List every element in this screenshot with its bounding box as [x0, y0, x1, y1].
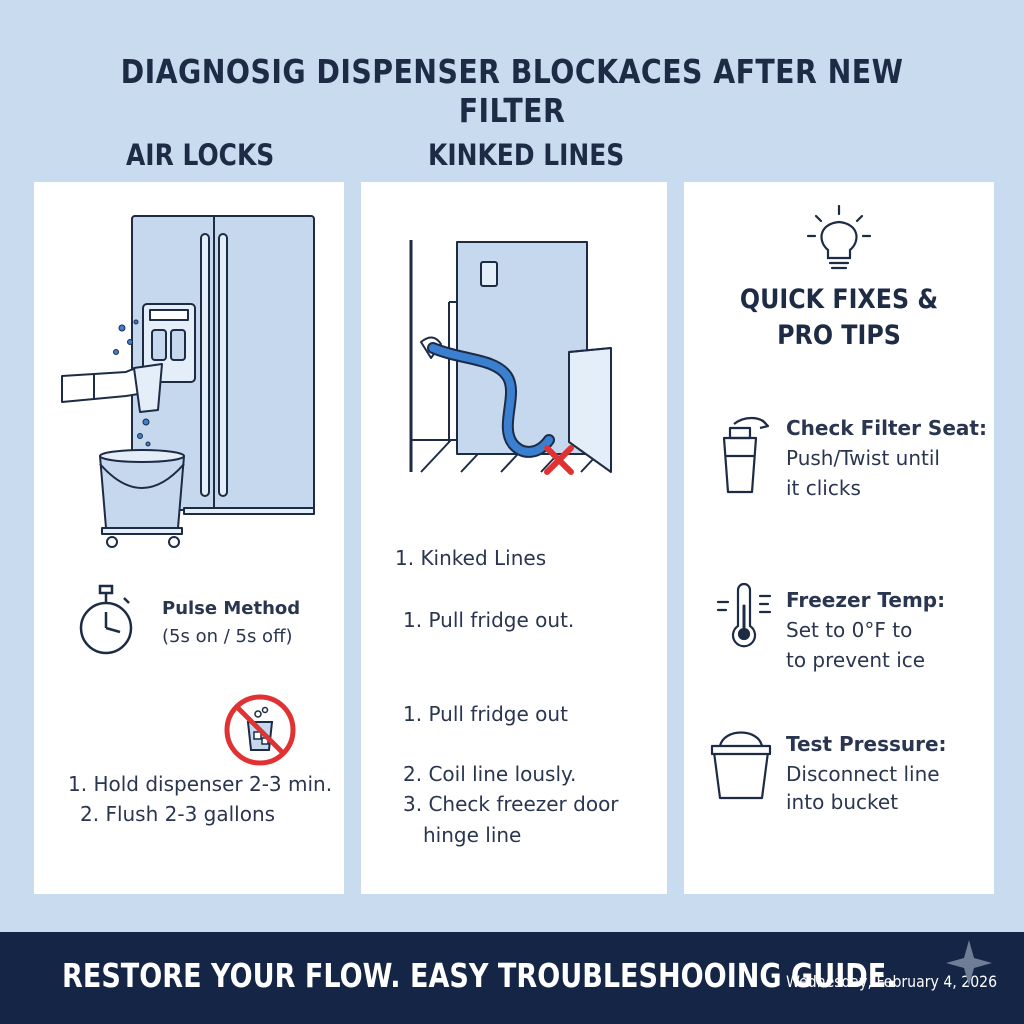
quick-fixes-title-line-2: PRO TIPS	[777, 320, 901, 351]
filter-cartridge-icon	[722, 416, 770, 494]
page-title: DIAGNOSIG DISPENSER BLOCKACES AFTER NEW …	[120, 52, 904, 130]
kinked-step-d-1: 3. Check freezer door	[403, 792, 619, 816]
air-locks-step-1: 1. Hold dispenser 2-3 min.	[68, 772, 333, 796]
footer-date: Wednesday, February 4, 2026	[786, 972, 998, 991]
lightbulb-icon	[806, 204, 872, 270]
quick-fixes-title: QUICK FIXES & PRO TIPS	[703, 282, 976, 354]
fridge-dispenser-illustration	[61, 215, 315, 548]
footer-tagline: RESTORE YOUR FLOW. EASY TROUBLESHOOING G…	[62, 956, 897, 995]
heading-kinked-lines: KINKED LINES	[428, 138, 625, 172]
tip-2-title: Freezer Temp:	[786, 588, 946, 612]
tip-1-line-1: Push/Twist until	[786, 446, 940, 470]
tip-1-line-2: it clicks	[786, 476, 861, 500]
kinked-step-d-2: hinge line	[423, 823, 522, 847]
quick-fixes-panel: QUICK FIXES & PRO TIPS Check Filter Seat…	[684, 182, 994, 894]
thermometer-icon	[716, 582, 772, 648]
stopwatch-icon	[79, 584, 133, 655]
pulse-method-detail: (5s on / 5s off)	[162, 626, 293, 647]
heading-air-locks: AIR LOCKS	[126, 138, 275, 172]
kinked-lines-subheading: 1. Kinked Lines	[395, 546, 547, 570]
kinked-lines-panel: 1. Kinked Lines 1. Pull fridge out. 1. P…	[361, 182, 667, 894]
bucket-icon	[710, 731, 772, 800]
tip-2-line-2: to prevent ice	[786, 648, 926, 672]
footer-banner: RESTORE YOUR FLOW. EASY TROUBLESHOOING G…	[0, 932, 1024, 1024]
kink-x-icon	[544, 445, 574, 475]
tip-3-line-1: Disconnect line	[786, 762, 940, 786]
kinked-step-c: 2. Coil line lously.	[403, 762, 577, 786]
tip-1-title: Check Filter Seat:	[786, 416, 987, 440]
kinked-step-b: 1. Pull fridge out	[403, 702, 568, 726]
sparkle-icon	[946, 940, 992, 986]
no-ice-icon	[224, 694, 296, 766]
kinked-line-illustration	[409, 240, 612, 475]
kinked-step-a: 1. Pull fridge out.	[403, 608, 575, 632]
quick-fixes-title-line-1: QUICK FIXES &	[739, 284, 939, 315]
tip-3-line-2: into bucket	[786, 790, 899, 814]
air-locks-step-2: 2. Flush 2-3 gallons	[80, 802, 276, 826]
air-locks-panel: Pulse Method (5s on / 5s off) 1. Hold di…	[34, 182, 344, 894]
tip-2-line-1: Set to 0°F to	[786, 618, 913, 642]
tip-3-title: Test Pressure:	[786, 732, 947, 756]
pulse-method-title: Pulse Method	[162, 598, 301, 619]
